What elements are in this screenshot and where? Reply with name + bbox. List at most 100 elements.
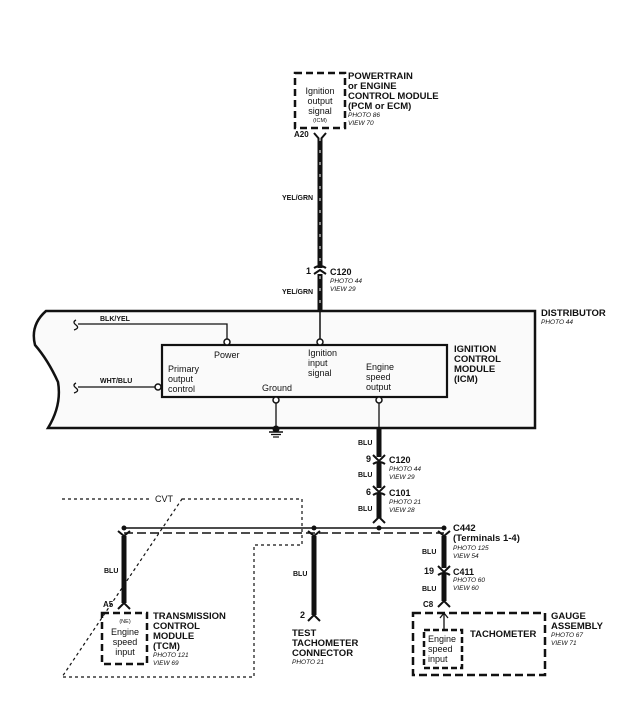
tachometer-label: TACHOMETER — [470, 629, 537, 640]
tcm-title-line: CONTROL — [153, 621, 200, 632]
c120-bottom-connector — [372, 454, 386, 465]
gauge-title-line: GAUGE — [551, 611, 586, 622]
primary-output-terminal — [154, 383, 162, 391]
c411-view: VIEW 60 — [453, 585, 479, 592]
icm-title-line: (ICM) — [454, 374, 478, 385]
tcm-inner-line: Engine — [110, 627, 140, 637]
wire-color-label: YEL/GRN — [282, 289, 314, 296]
c442-photo: PHOTO 125 — [453, 545, 489, 552]
icm-title-line: MODULE — [454, 364, 496, 375]
test-connector-photo: PHOTO 21 — [292, 659, 325, 666]
wire-color-label: BLU — [104, 568, 119, 575]
pcm-ref: PHOTO 86 VIEW 70 — [348, 112, 380, 128]
icm-title-line: CONTROL — [454, 354, 501, 365]
label-line: control — [168, 384, 196, 394]
tach-input-box — [422, 628, 464, 670]
wire-color-label: BLU — [422, 549, 437, 556]
c120-bottom-view: VIEW 29 — [389, 474, 415, 481]
engine-speed-terminal — [375, 396, 383, 404]
test-connector-title: TEST TACHOMETER CONNECTOR — [292, 629, 358, 659]
icm-power-label: Power — [214, 350, 240, 360]
splice-node — [441, 525, 447, 531]
gauge-title: GAUGE ASSEMBLY — [551, 612, 603, 632]
distributor-title: DISTRIBUTOR — [541, 308, 606, 319]
tach-inner-line: input — [428, 654, 448, 664]
gauge-title-line: ASSEMBLY — [551, 621, 603, 632]
wire-color-label: BLU — [358, 440, 373, 447]
tcm-box — [100, 611, 149, 666]
splice-connector — [372, 515, 386, 524]
c442-ref: PHOTO 125 VIEW 54 — [453, 545, 489, 561]
c411-photo: PHOTO 60 — [453, 577, 486, 584]
pcm-photo: PHOTO 86 — [348, 112, 381, 119]
pcm-inner-line: Ignition — [305, 86, 335, 96]
tach-inner-line: Engine — [428, 634, 457, 644]
c120-top-connector — [313, 265, 327, 275]
tcm-title: TRANSMISSION CONTROL MODULE (TCM) — [153, 612, 226, 652]
pcm-inner-line: signal — [308, 106, 332, 116]
c120-top-view: VIEW 29 — [330, 286, 356, 293]
blk-yel-wire[interactable] — [78, 323, 228, 340]
c120-bottom-ref: PHOTO 44 VIEW 29 — [389, 466, 421, 482]
icm-primary-output-label: Primary output control — [168, 364, 199, 394]
wire-color-label: BLK/YEL — [100, 316, 130, 323]
c442-name: C442 — [453, 523, 476, 534]
a5-connector — [117, 601, 131, 610]
tcm-inner-line: input — [115, 647, 135, 657]
arrow-up-icon — [439, 611, 449, 619]
wire-color-label: BLU — [358, 506, 373, 513]
cvt-label: CVT — [155, 494, 173, 504]
pcm-inner-note: (ICM) — [313, 118, 327, 124]
tcm-title-line: (TCM) — [153, 641, 180, 652]
c411-ref: PHOTO 60 VIEW 60 — [453, 577, 485, 593]
c120-top-pin: 1 — [306, 266, 312, 276]
label-line: signal — [308, 368, 332, 378]
gauge-assembly-box — [411, 611, 547, 677]
wire-color-label: BLU — [293, 571, 308, 578]
tcm-pin: A5 — [103, 600, 114, 609]
test-connector-title-line: TEST — [292, 628, 317, 639]
pcm-title-line: CONTROL MODULE — [348, 91, 439, 102]
test-connector-title-line: TACHOMETER — [292, 638, 359, 649]
blk-yel-break-icon — [73, 319, 79, 331]
c411-connector — [437, 565, 451, 576]
cvt-boundary — [60, 498, 303, 678]
icm-title: IGNITION CONTROL MODULE (ICM) — [454, 345, 501, 385]
icm-box — [160, 343, 449, 399]
pcm-title-line: POWERTRAIN — [348, 71, 413, 82]
pcm-title-line: (PCM or ECM) — [348, 101, 412, 112]
splice-node — [121, 525, 127, 531]
c120-bottom-photo: PHOTO 44 — [389, 466, 422, 473]
ignition-input-terminal — [316, 338, 324, 346]
icm-ignition-input-label: Ignition input signal — [308, 348, 337, 378]
c120-top-ref: PHOTO 44 VIEW 29 — [330, 278, 362, 294]
wire-color-label: BLU — [422, 586, 437, 593]
label-line: Primary — [168, 364, 199, 374]
c8-connector — [437, 599, 451, 608]
c101-name: C101 — [389, 488, 411, 498]
c411-pin: 19 — [424, 566, 435, 576]
pcm-box — [293, 71, 347, 130]
label-line: input — [308, 358, 328, 368]
c411-name: C411 — [453, 567, 475, 577]
tcm-title-line: MODULE — [153, 631, 195, 642]
gauge-photo: PHOTO 67 — [551, 632, 584, 639]
c442-view: VIEW 54 — [453, 553, 479, 560]
label-line: output — [366, 382, 392, 392]
ground-terminal — [272, 396, 280, 404]
label-line: speed — [366, 372, 391, 382]
icm-ground-label: Ground — [262, 383, 293, 393]
tcm-ref: PHOTO 121 VIEW 69 — [153, 652, 189, 668]
splice-node — [311, 525, 317, 531]
tcm-inner-label: (NE) Engine speed input — [104, 617, 146, 657]
tcm-view: VIEW 69 — [153, 660, 179, 667]
gauge-pin: C8 — [423, 600, 434, 609]
c442-sub: (Terminals 1-4) — [453, 533, 520, 544]
c101-connector — [372, 485, 386, 496]
label-line: Engine — [366, 362, 395, 372]
c101-ref: PHOTO 21 VIEW 28 — [389, 499, 421, 515]
test-connector-pin-number: 2 — [300, 610, 306, 620]
test-connector-title-line: CONNECTOR — [292, 648, 354, 659]
label-line: output — [168, 374, 194, 384]
